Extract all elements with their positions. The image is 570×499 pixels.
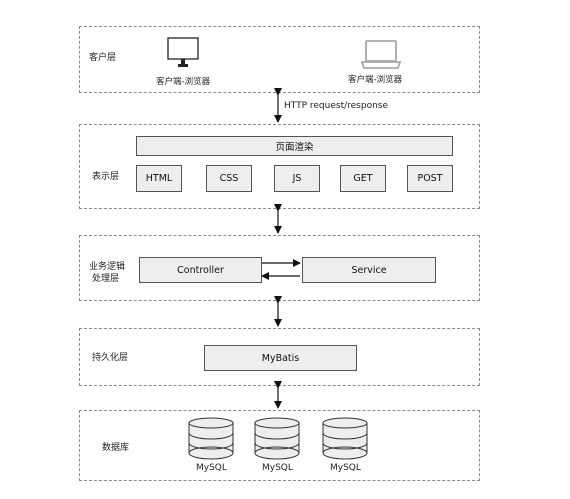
presentation-layer-label: 表示层 (92, 172, 120, 182)
laptop-icon (360, 40, 402, 69)
mysql-label-3: MySQL (330, 463, 361, 473)
business-layer-label-line1: 业务逻辑 (89, 262, 126, 272)
client-layer-label: 客户层 (89, 53, 117, 63)
get-box: GET (340, 165, 386, 192)
business-layer-label-line2: 处理层 (92, 274, 120, 284)
laptop-caption: 客户端-浏览器 (348, 75, 403, 85)
js-box: JS (274, 165, 320, 192)
persistence-layer-label: 持久化层 (92, 353, 129, 363)
desktop-monitor-icon (167, 37, 199, 67)
service-box: Service (302, 257, 436, 283)
database-layer-label: 数据库 (102, 443, 130, 453)
post-box: POST (407, 165, 453, 192)
database-layer: 数据库 MySQL MySQL MySQL (79, 410, 480, 481)
mysql-label-1: MySQL (196, 463, 227, 473)
page-render-box: 页面渲染 (136, 136, 453, 156)
html-box: HTML (136, 165, 182, 192)
controller-box: Controller (139, 257, 262, 283)
http-label: HTTP request/response (284, 101, 389, 111)
database-cylinder-icon (254, 417, 300, 460)
mysql-label-2: MySQL (262, 463, 293, 473)
database-cylinder-icon (322, 417, 368, 460)
desktop-caption: 客户端-浏览器 (156, 77, 211, 87)
mybatis-box: MyBatis (204, 345, 357, 371)
css-box: CSS (206, 165, 252, 192)
database-cylinder-icon (188, 417, 234, 460)
